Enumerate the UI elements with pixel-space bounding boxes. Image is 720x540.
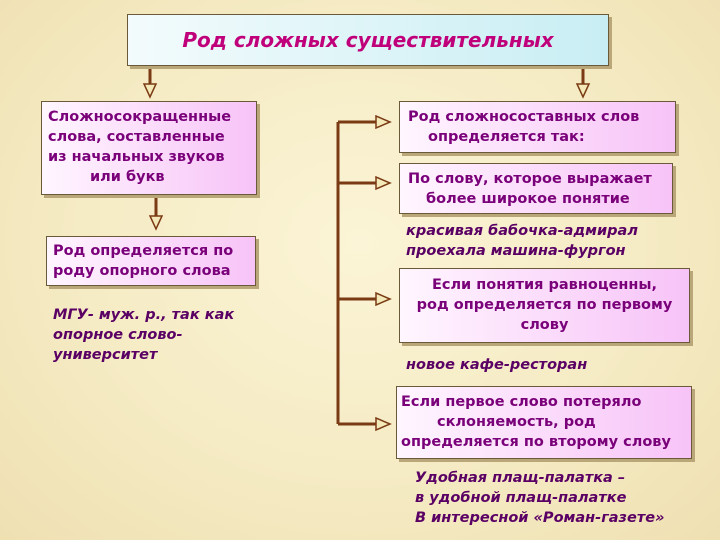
broader-concept-example: красивая бабочка-адмирал проехала машина… (406, 221, 638, 261)
equal-concepts-example: новое кафе-ресторан (406, 355, 587, 375)
gender-rule-line: Род определяется по (53, 243, 234, 259)
arrow-right-icon (375, 114, 392, 130)
example-line: университет (53, 347, 158, 363)
arrow-right-icon (375, 175, 392, 191)
gender-rule-line: роду опорного слова (53, 263, 231, 279)
compound-intro-box: Род сложносоставных слов определяется та… (399, 101, 676, 153)
example-line: красивая бабочка-адмирал (406, 223, 638, 239)
equal-concepts-line: Если понятия равноценны, (431, 277, 658, 293)
compound-intro-line: Род сложносоставных слов (408, 109, 640, 125)
arrow-right-icon (375, 416, 392, 432)
arrow-down-icon (142, 83, 158, 99)
equal-concepts-line: род определяется по первому (416, 297, 673, 313)
equal-concepts-box: Если понятия равноценны, род определяетс… (399, 268, 690, 343)
gender-rule-box: Род определяется по роду опорного слова (46, 236, 256, 286)
example-line: МГУ- муж. р., так как (53, 307, 235, 323)
indeclinable-line: Если первое слово потеряло (401, 394, 642, 410)
indeclinable-line: определяется по второму слову (401, 434, 671, 450)
broader-concept-line: более широкое понятие (426, 191, 630, 207)
abbreviation-line: Сложносокращенные (48, 109, 232, 125)
indeclinable-example: Удобная плащ-палатка – в удобной плащ-па… (415, 468, 664, 528)
abbreviation-line: слова, составленные (48, 129, 225, 145)
indeclinable-box: Если первое слово потеряло склоняемость,… (396, 386, 692, 459)
abbreviation-line: из начальных звуков (48, 149, 225, 165)
broader-concept-box: По слову, которое выражает более широкое… (399, 163, 673, 214)
example-line: новое кафе-ресторан (406, 357, 588, 373)
example-line: в удобной плащ-палатке (415, 490, 627, 506)
arrow-right-icon (375, 291, 392, 307)
compound-intro-line: определяется так: (428, 129, 585, 145)
example-line: опорное слово- (53, 327, 183, 343)
indeclinable-line: склоняемость, род (437, 414, 596, 430)
abbreviation-example: МГУ- муж. р., так как опорное слово- уни… (53, 305, 234, 365)
equal-concepts-line: слову (520, 317, 569, 333)
abbreviation-line: или букв (90, 169, 165, 185)
broader-concept-line: По слову, которое выражает (408, 171, 652, 187)
example-line: проехала машина-фургон (406, 243, 626, 259)
example-line: В интересной «Роман-газете» (415, 510, 665, 526)
abbreviation-box: Сложносокращенные слова, составленные из… (41, 101, 257, 195)
example-line: Удобная плащ-палатка – (415, 470, 626, 486)
title-box: Род сложных существительных (127, 14, 609, 66)
title-text: Род сложных существительных (182, 28, 554, 52)
arrow-down-icon (148, 215, 164, 231)
arrow-down-icon (575, 83, 591, 99)
